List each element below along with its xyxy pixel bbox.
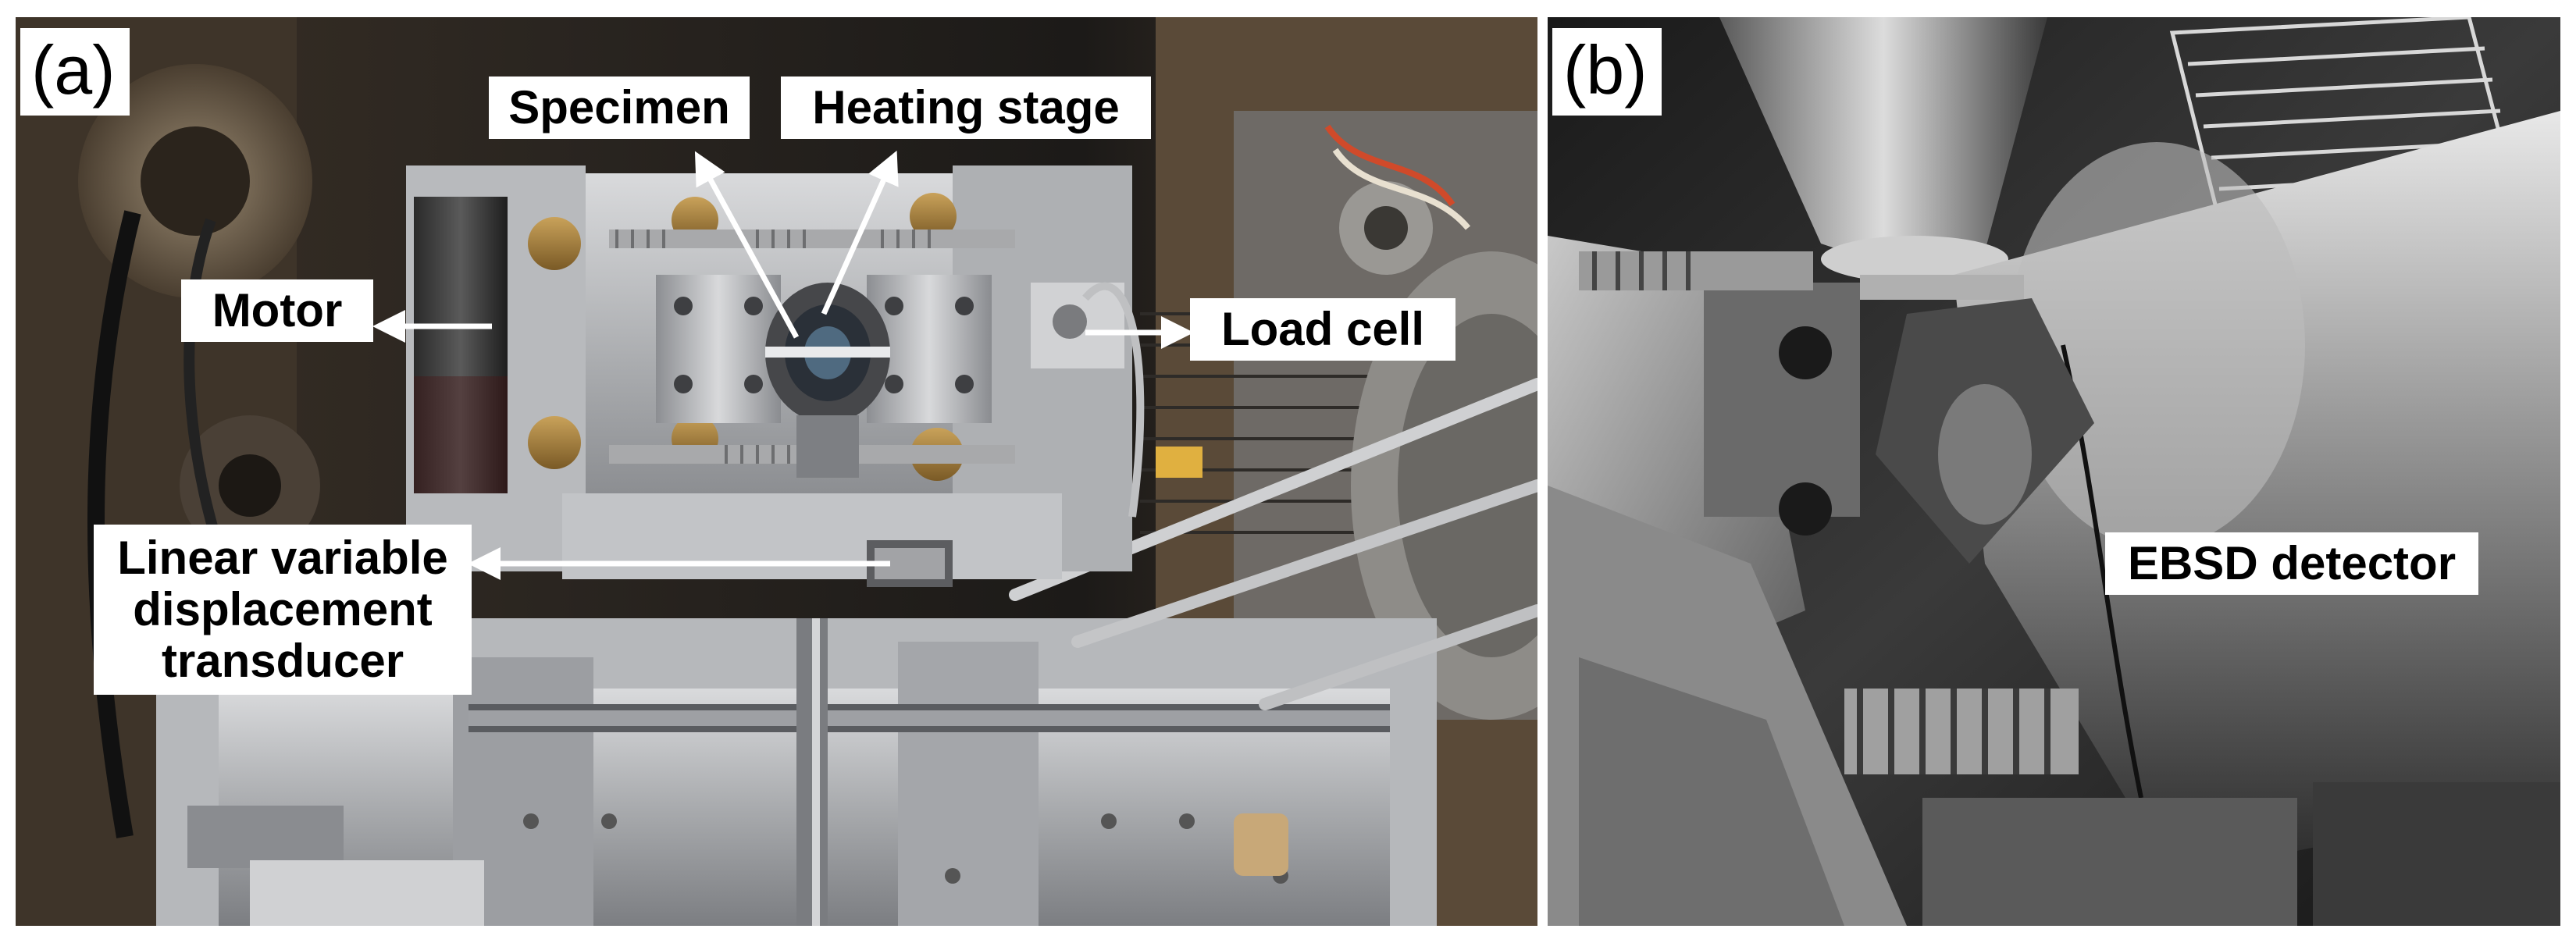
label-ebsd-detector: EBSD detector bbox=[2105, 532, 2478, 595]
label-lvdt: Linear variable displacement transducer bbox=[94, 525, 472, 695]
panel-a-photo: (a) Specimen Heating stage Motor Load ce… bbox=[16, 17, 1537, 926]
panel-a-letter: (a) bbox=[20, 28, 130, 116]
label-specimen: Specimen bbox=[489, 77, 750, 139]
label-heating-stage: Heating stage bbox=[781, 77, 1151, 139]
tensile-stage-photo bbox=[16, 17, 1537, 926]
panel-b-photo: (b) EBSD detector bbox=[1548, 17, 2560, 926]
label-motor: Motor bbox=[181, 279, 373, 342]
panel-b-letter: (b) bbox=[1552, 28, 1662, 116]
ebsd-detector-photo bbox=[1548, 17, 2560, 926]
label-load-cell: Load cell bbox=[1190, 298, 1455, 361]
